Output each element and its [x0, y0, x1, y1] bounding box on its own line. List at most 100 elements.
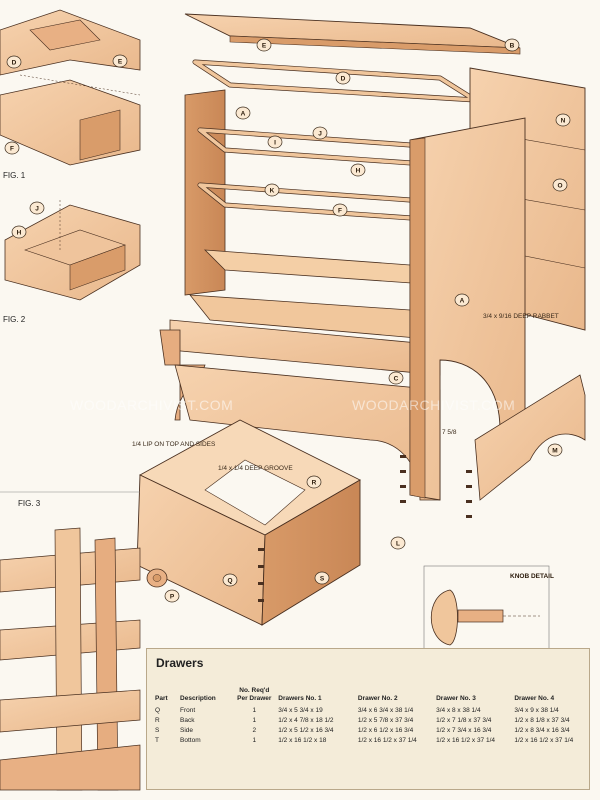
cell-drawer-3: 1/2 x 16 1/2 x 37 1/4 [436, 737, 496, 744]
watermark-left: WOODARCHIVIST.COM [70, 397, 233, 413]
svg-text:S: S [320, 575, 325, 582]
fig1-detail: FIG. 1 [0, 0, 141, 188]
part-callout-f: F [332, 203, 348, 217]
cell-qty: 2 [252, 727, 257, 734]
cell-description: Bottom [180, 737, 201, 744]
part-callout-f: F [4, 141, 20, 155]
fig3-label: FIG. 3 [18, 499, 41, 508]
cell-drawer-2: 3/4 x 6 3/4 x 38 1/4 [357, 707, 414, 714]
table-row: Q Front 1 3/4 x 5 3/4 x 19 3/4 x 6 3/4 x… [155, 705, 589, 715]
svg-text:F: F [338, 207, 342, 214]
svg-text:Q: Q [227, 577, 232, 584]
cut-list-table: Part Description No. Req'd Per Drawer Dr… [155, 687, 589, 745]
part-callout-b: B [504, 38, 520, 52]
part-callout-a: A [235, 106, 251, 120]
base-height-dim: 7 5/8 [442, 429, 457, 436]
part-callout-h: H [11, 225, 27, 239]
lip-note: 1/4 LIP ON TOP AND SIDES [132, 441, 216, 448]
svg-text:M: M [552, 447, 557, 454]
cell-drawer-3: 1/2 x 7 3/4 x 16 3/4 [436, 727, 492, 734]
svg-text:F: F [10, 145, 14, 152]
part-callout-s: S [314, 571, 330, 585]
svg-text:K: K [270, 187, 275, 194]
part-callout-m: M [547, 443, 563, 457]
header-no-reqd: No. Req'd Per Drawer [237, 687, 272, 702]
groove-note: 1/4 x 1/4 DEEP GROOVE [218, 465, 293, 472]
svg-text:J: J [318, 130, 322, 137]
cell-drawer-4: 1/2 x 8 3/4 x 16 3/4 [514, 727, 570, 734]
knob-detail-title: KNOB DETAIL [510, 573, 554, 580]
part-callout-i: I [267, 135, 283, 149]
fig2-detail: FIG. 2 [3, 200, 141, 324]
part-callout-e: E [112, 54, 128, 68]
cell-qty: 1 [252, 737, 257, 744]
table-row: R Back 1 1/2 x 4 7/8 x 18 1/2 1/2 x 5 7/… [155, 715, 589, 725]
part-callout-h: H [350, 163, 366, 177]
cell-drawer-1: 1/2 x 5 1/2 x 16 3/4 [278, 727, 334, 734]
svg-text:R: R [312, 479, 317, 486]
svg-text:C: C [394, 375, 399, 382]
header-drawer-3: Drawer No. 3 [436, 695, 476, 702]
svg-text:A: A [460, 297, 465, 304]
svg-text:H: H [356, 167, 361, 174]
part-callout-e: E [256, 38, 272, 52]
cell-drawer-2: 1/2 x 6 1/2 x 16 3/4 [357, 727, 414, 734]
fig3-detail: FIG. 3 [0, 491, 141, 791]
cell-drawer-4: 1/2 x 16 1/2 x 37 1/4 [514, 737, 574, 744]
part-callout-k: K [264, 183, 280, 197]
cell-description: Front [180, 707, 196, 714]
fig2-label: FIG. 2 [3, 315, 26, 324]
svg-text:E: E [262, 42, 267, 49]
svg-text:P: P [170, 593, 175, 600]
svg-text:A: A [241, 110, 246, 117]
part-callout-q: Q [222, 573, 238, 587]
part-callout-c: C [388, 371, 404, 385]
cell-drawer-4: 1/2 x 8 1/8 x 37 3/4 [514, 717, 570, 724]
svg-text:H: H [17, 229, 22, 236]
drawers-cut-list: Drawers Part Description No. Req'd Per D… [146, 648, 590, 790]
cell-drawer-3: 1/2 x 7 1/8 x 37 3/4 [436, 717, 492, 724]
part-callout-l: L [390, 536, 406, 550]
drawer-assembly [136, 419, 361, 626]
cell-drawer-2: 1/2 x 5 7/8 x 37 3/4 [357, 717, 414, 724]
table-title: Drawers [156, 656, 204, 670]
table-row: T Bottom 1 1/2 x 16 1/2 x 18 1/2 x 16 1/… [155, 735, 589, 745]
part-callout-j: J [29, 201, 45, 215]
fig1-label: FIG. 1 [3, 171, 26, 180]
cell-qty: 1 [252, 717, 257, 724]
cell-description: Back [180, 717, 195, 724]
header-drawer-4: Drawer No. 4 [514, 695, 555, 702]
cell-qty: 1 [252, 707, 257, 714]
cell-drawer-1: 1/2 x 4 7/8 x 18 1/2 [278, 717, 334, 724]
part-callout-o: O [552, 178, 568, 192]
svg-text:J: J [35, 205, 39, 212]
part-callout-r: R [306, 475, 322, 489]
cell-description: Side [180, 727, 194, 734]
part-callout-j: J [312, 126, 328, 140]
cell-part: S [155, 727, 160, 734]
svg-text:D: D [12, 59, 17, 66]
cell-drawer-3: 3/4 x 8 x 38 1/4 [436, 707, 481, 714]
svg-text:E: E [118, 58, 123, 65]
cell-drawer-1: 1/2 x 16 1/2 x 18 [278, 737, 327, 744]
header-description: Description [180, 695, 216, 702]
part-callout-p: P [164, 589, 180, 603]
svg-text:O: O [557, 182, 562, 189]
table-header-row: Part Description No. Req'd Per Drawer Dr… [155, 687, 589, 705]
header-drawer-1: Drawers No. 1 [278, 695, 322, 702]
cell-part: T [155, 737, 159, 744]
cell-drawer-1: 3/4 x 5 3/4 x 19 [278, 707, 323, 714]
svg-text:N: N [561, 117, 566, 124]
svg-text:L: L [396, 540, 400, 547]
part-callout-a: A [454, 293, 470, 307]
case-assembly [159, 13, 586, 518]
cell-drawer-4: 3/4 x 9 x 38 1/4 [514, 707, 559, 714]
table-row: S Side 2 1/2 x 5 1/2 x 16 3/4 1/2 x 6 1/… [155, 725, 589, 735]
watermark-right: WOODARCHIVIST.COM [352, 397, 515, 413]
header-part: Part [155, 695, 168, 702]
cell-drawer-2: 1/2 x 16 1/2 x 37 1/4 [357, 737, 417, 744]
part-callout-n: N [555, 113, 571, 127]
svg-text:B: B [510, 42, 515, 49]
